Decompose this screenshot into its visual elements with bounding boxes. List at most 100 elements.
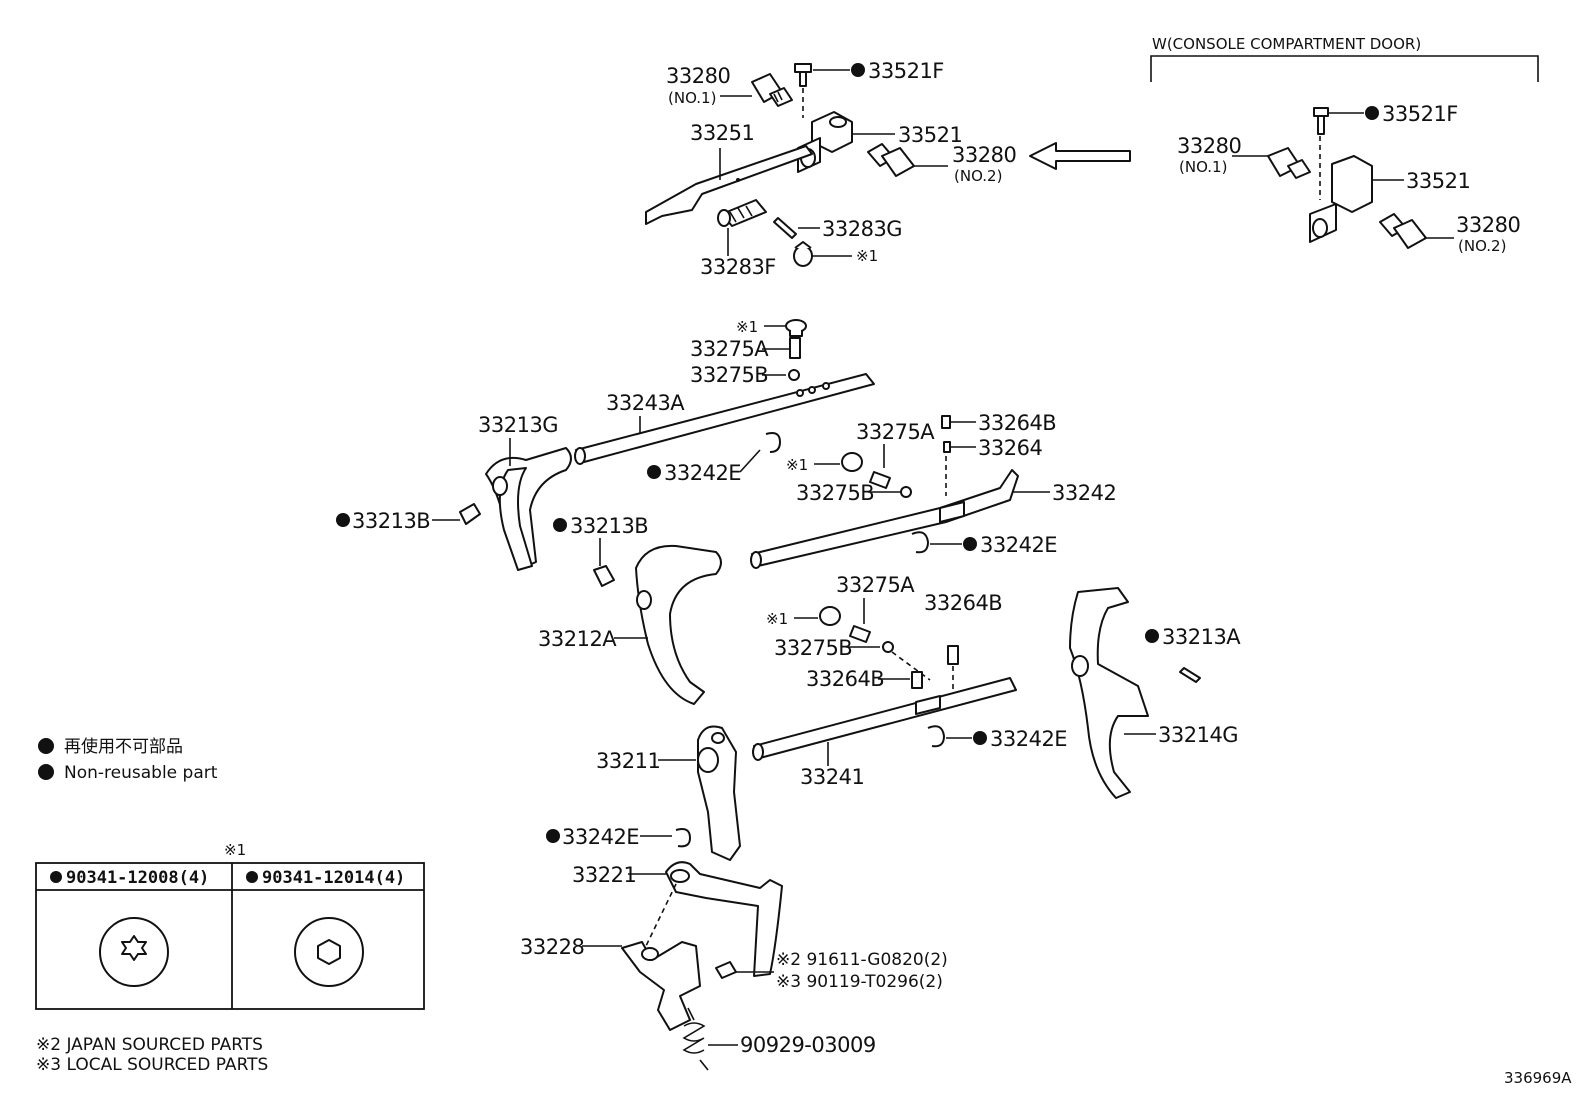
bolt-ref1-top-drawing: [785, 319, 807, 337]
ball-33264b-low-drawing: [911, 671, 923, 689]
spring-90929-drawing: [682, 1007, 709, 1071]
plug-33280-no1-variant-drawing: [1267, 147, 1311, 179]
bolt-ref1-mid-drawing: [841, 452, 863, 472]
non-reusable-dot-icon: [50, 871, 62, 883]
non-reusable-dot-icon: [553, 518, 567, 532]
label-33213a: 33213A: [1162, 625, 1241, 649]
non-reusable-dot-icon: [1365, 106, 1379, 120]
clip-33242e-2-drawing: [911, 531, 929, 554]
plate-33228-drawing: [621, 941, 701, 1031]
lever-33211-drawing: [697, 725, 741, 861]
shaft-33251-drawing: [645, 145, 813, 225]
non-reusable-dot-icon: [246, 871, 258, 883]
shaft-33243a-drawing: [574, 373, 875, 465]
label-33521f-variant: 33521F: [1382, 102, 1458, 126]
label-33264b-low: 33264B: [806, 667, 884, 691]
mark-ref1-d: ※1: [766, 610, 788, 628]
lever-33521-drawing: [797, 111, 853, 173]
label-33214g: 33214G: [1158, 723, 1238, 747]
footnote-japan: ※2 JAPAN SOURCED PARTS: [36, 1035, 263, 1055]
ref-table-title: ※1: [224, 841, 246, 859]
ball-33275b-mid-drawing: [900, 486, 912, 498]
legend-english: Non-reusable part: [64, 763, 218, 783]
direction-arrow-icon: [1029, 142, 1131, 170]
label-33521f: 33521F: [868, 59, 944, 83]
label-bolt-local: ※3 90119-T0296(2): [776, 972, 943, 992]
ball-33275b-low-drawing: [882, 641, 894, 653]
fork-33212a-drawing: [635, 544, 722, 705]
label-33275b-mid: 33275B: [796, 481, 874, 505]
plug-33280-no1-drawing: [751, 73, 793, 107]
legend-japanese: 再使用不可部品: [64, 736, 183, 757]
label-33283g: 33283G: [822, 217, 902, 241]
non-reusable-dot-icon: [973, 731, 987, 745]
mark-ref1-b: ※1: [736, 318, 758, 336]
variant-bracket-label: W(CONSOLE COMPARTMENT DOOR): [1152, 35, 1421, 53]
diagram-id: 336969A: [1504, 1069, 1572, 1087]
mark-ref1-a: ※1: [856, 247, 878, 265]
label-33241: 33241: [800, 765, 864, 789]
mark-ref1-c: ※1: [786, 456, 808, 474]
label-33283f: 33283F: [700, 255, 776, 279]
spring-33275a-top-drawing: [789, 337, 801, 359]
label-33280-no1-variant-sub: (NO.1): [1179, 158, 1227, 176]
label-33280-no1-variant: 33280: [1177, 134, 1241, 158]
label-33280-no2-variant-sub: (NO.2): [1458, 237, 1506, 255]
label-33280-no1-sub: (NO.1): [668, 89, 716, 107]
label-33242e-1: 33242E: [664, 461, 741, 485]
clip-33242e-4-drawing: [675, 828, 691, 848]
label-33213g: 33213G: [478, 413, 558, 437]
label-33212a: 33212A: [538, 627, 617, 651]
non-reusable-dot-icon: [851, 63, 865, 77]
plug-33280-no2-variant-drawing: [1379, 213, 1427, 249]
ball-33264-drawing: [943, 441, 951, 453]
clip-33242e-1-drawing: [765, 432, 781, 453]
label-33242e-3: 33242E: [990, 727, 1067, 751]
pin-33283g-drawing: [773, 217, 797, 239]
ball-33264b-top-drawing: [941, 415, 951, 429]
label-33264b-top: 33264B: [978, 411, 1056, 435]
label-33242: 33242: [1052, 481, 1116, 505]
label-33275b-top: 33275B: [690, 363, 768, 387]
hex-head-icon: [294, 917, 364, 987]
shaft-33242-drawing: [750, 469, 1019, 569]
footnote-local: ※3 LOCAL SOURCED PARTS: [36, 1055, 268, 1075]
bolt-33213b-left-drawing: [459, 503, 481, 525]
fork-33213g-drawing: [485, 447, 572, 571]
label-33213b-mid: 33213B: [570, 514, 648, 538]
label-33251: 33251: [690, 121, 754, 145]
torx-head-icon: [99, 917, 169, 987]
label-33521-variant: 33521: [1406, 169, 1470, 193]
label-33264b-mid: 33264B: [924, 591, 1002, 615]
ball-33264b-mid-drawing: [947, 645, 959, 665]
lever-33221-drawing: [665, 861, 783, 977]
label-33211: 33211: [596, 749, 660, 773]
label-33521: 33521: [898, 123, 962, 147]
label-33228: 33228: [520, 935, 584, 959]
bolt-33521f-variant-drawing: [1313, 107, 1329, 200]
clip-33242e-3-drawing: [927, 725, 945, 748]
non-reusable-dot-icon: [336, 513, 350, 527]
bolt-33521f-drawing: [794, 63, 812, 118]
label-33280-no2-sub: (NO.2): [954, 167, 1002, 185]
shaft-33241-drawing: [752, 677, 1017, 761]
label-33275a-low: 33275A: [836, 573, 915, 597]
label-33242e-4: 33242E: [562, 825, 639, 849]
label-33243a: 33243A: [606, 391, 685, 415]
label-33275a-mid: 33275A: [856, 420, 935, 444]
pin-33213a-drawing: [1179, 667, 1201, 683]
plug-33280-no2-drawing: [867, 143, 915, 177]
non-reusable-dot-icon: [38, 738, 54, 754]
bolt-ref1-low-drawing: [819, 606, 841, 626]
non-reusable-dot-icon: [963, 537, 977, 551]
label-33242e-2: 33242E: [980, 533, 1057, 557]
label-33221: 33221: [572, 863, 636, 887]
fork-33214g-drawing: [1069, 587, 1149, 799]
ball-33275b-top-drawing: [788, 369, 800, 381]
label-33264: 33264: [978, 436, 1042, 460]
bolt-33213b-mid-drawing: [593, 565, 615, 587]
label-33280-no1: 33280: [666, 64, 730, 88]
variant-bracket: [1150, 55, 1539, 82]
